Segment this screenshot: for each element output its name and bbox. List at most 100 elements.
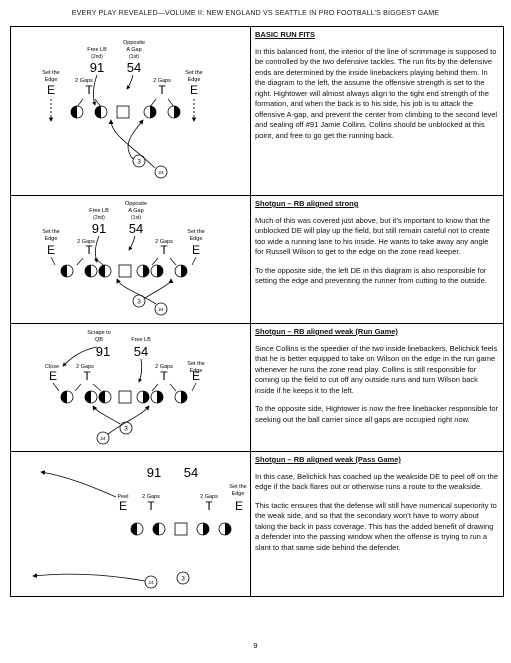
- two-gaps-left: 2 Gaps: [142, 494, 160, 500]
- offensive-line: [70, 105, 181, 119]
- rb-number: 24: [148, 580, 154, 586]
- run-fit-diagram: Free LB (2nd) Opposite A Gap (1st) 91 54…: [42, 40, 203, 179]
- qb-number: 3: [124, 426, 128, 433]
- section-basic-run-fits: Free LB (2nd) Opposite A Gap (1st) 91 54…: [10, 26, 504, 196]
- rb-symbol: [154, 165, 168, 179]
- dt-left: T: [147, 499, 155, 513]
- two-gaps-left: 2 Gaps: [77, 239, 95, 245]
- section-rb-aligned-strong: Free LB (2nd) Opposite A Gap (1st) 91 54…: [10, 195, 504, 324]
- dt-right-gap-b: [167, 98, 175, 108]
- dt-right-gap-b: [169, 257, 177, 266]
- a-gap-sub: (1st): [131, 215, 141, 221]
- scrape-label-1: Scrape to: [87, 330, 111, 336]
- peel-path: [40, 470, 117, 498]
- rb-strong-diagram: Free LB (2nd) Opposite A Gap (1st) 91 54…: [42, 201, 205, 316]
- qb-read-path: [127, 119, 144, 160]
- de-left: E: [49, 369, 57, 383]
- qb-keep-path: [92, 405, 121, 425]
- free-lb-path: [138, 358, 143, 383]
- section-paragraph: To the opposite side, the left DE in thi…: [255, 265, 487, 286]
- dt-left-gap-a: [76, 98, 84, 108]
- free-lb-path: [94, 235, 100, 263]
- diagram-cell: Free LB (2nd) Opposite A Gap (1st) 91 54…: [10, 26, 251, 196]
- section-paragraph: Since Collins is the speedier of the two…: [255, 343, 498, 395]
- lb-54: 54: [129, 221, 143, 236]
- rb-run-path: [108, 119, 156, 169]
- qb-number: 3: [181, 576, 185, 583]
- free-lb-sub: (2nd): [93, 215, 105, 221]
- page-number: 9: [253, 641, 258, 650]
- opp-gap-path: [128, 235, 136, 251]
- opposite-label: Opposite: [123, 40, 145, 46]
- offensive-line: [60, 264, 188, 278]
- rb-weak-run-diagram: Scrape to QB Free LB 91 54 Close Set the…: [45, 330, 205, 445]
- rb-run-path: [107, 405, 150, 435]
- dt-right-gap-a: [151, 383, 159, 392]
- de-right: E: [190, 83, 198, 97]
- de-right-angle: [191, 256, 197, 266]
- set-edge-right-1: Set the: [187, 229, 204, 235]
- offensive-line: [130, 522, 232, 536]
- a-gap-sub: (1st): [129, 54, 139, 60]
- offensive-line: [60, 390, 188, 404]
- set-edge-right-1: Set the: [229, 484, 246, 490]
- section-paragraph: To the opposite side, Hightower is now t…: [255, 404, 499, 424]
- section-paragraph: Much of this was covered just above, but…: [255, 215, 490, 257]
- de-left: E: [47, 83, 55, 97]
- dt-right: T: [160, 243, 168, 257]
- rb-weak-pass-diagram: 91 54 Peel Set the Edge 2 Gaps 2 Gaps E …: [32, 465, 247, 589]
- dt-right-gap-b: [169, 383, 177, 392]
- section-rb-aligned-weak-pass: 91 54 Peel Set the Edge 2 Gaps 2 Gaps E …: [10, 451, 504, 597]
- de-left: E: [47, 243, 55, 257]
- two-gaps-right: 2 Gaps: [153, 78, 171, 84]
- lb-91: 91: [92, 221, 106, 236]
- de-right-angle: [191, 382, 197, 392]
- dt-left-gap-b: [94, 98, 102, 108]
- opp-gap-path: [126, 74, 134, 90]
- lb-91: 91: [96, 344, 110, 359]
- two-gaps-left: 2 Gaps: [76, 364, 94, 370]
- set-edge-right-1: Set the: [187, 361, 204, 367]
- play-table: Free LB (2nd) Opposite A Gap (1st) 91 54…: [10, 26, 504, 597]
- free-lb-label: Free LB: [87, 47, 107, 53]
- qb-symbol: [132, 154, 146, 168]
- dt-left-gap-a: [74, 383, 82, 392]
- set-edge-left-1: Set the: [42, 70, 59, 76]
- rb-flare-path: [32, 573, 146, 582]
- qb-read-path: [144, 278, 174, 299]
- peel-label: Peel: [117, 494, 128, 500]
- dt-right: T: [205, 499, 213, 513]
- dt-left-gap-b: [94, 257, 104, 266]
- rb-run-path: [116, 278, 157, 305]
- free-lb-sub: (2nd): [91, 54, 103, 60]
- lb-91: 91: [90, 60, 104, 75]
- dt-right-gap-a: [151, 257, 159, 266]
- section-title: Shotgun – RB aligned strong: [255, 199, 359, 208]
- section-title: Shotgun – RB aligned weak (Pass Game): [255, 455, 401, 464]
- rb-number: 24: [158, 307, 164, 313]
- qb-number: 3: [137, 159, 141, 166]
- scrape-label-2: QB: [95, 337, 103, 343]
- opposite-label: Opposite: [125, 201, 147, 207]
- set-edge-left-2: Edge: [45, 77, 58, 83]
- rb-number: 24: [100, 436, 106, 442]
- scrape-path: [62, 346, 98, 367]
- de-left: E: [119, 499, 127, 513]
- section-paragraph: In this case, Belichick has coached up t…: [255, 471, 498, 492]
- rb-number: 24: [158, 170, 164, 176]
- set-edge-left-2: Edge: [45, 236, 58, 242]
- text-cell: Shotgun – RB aligned weak (Run Game) Sin…: [250, 323, 504, 452]
- section-paragraph: This tactic ensures that the defense wil…: [255, 500, 497, 552]
- set-edge-right-2: Edge: [190, 368, 203, 374]
- set-edge-left-1: Set the: [42, 229, 59, 235]
- two-gaps-right: 2 Gaps: [155, 239, 173, 245]
- dt-left-gap-a: [76, 257, 84, 266]
- two-gaps-left: 2 Gaps: [75, 78, 93, 84]
- lb-54: 54: [127, 60, 141, 75]
- rb-symbol: [144, 575, 158, 589]
- de-right: E: [192, 243, 200, 257]
- de-left-close: [52, 382, 60, 392]
- two-gaps-right: 2 Gaps: [200, 494, 218, 500]
- dt-right: T: [158, 83, 166, 97]
- text-cell: BASIC RUN FITS In this balanced front, t…: [250, 26, 504, 196]
